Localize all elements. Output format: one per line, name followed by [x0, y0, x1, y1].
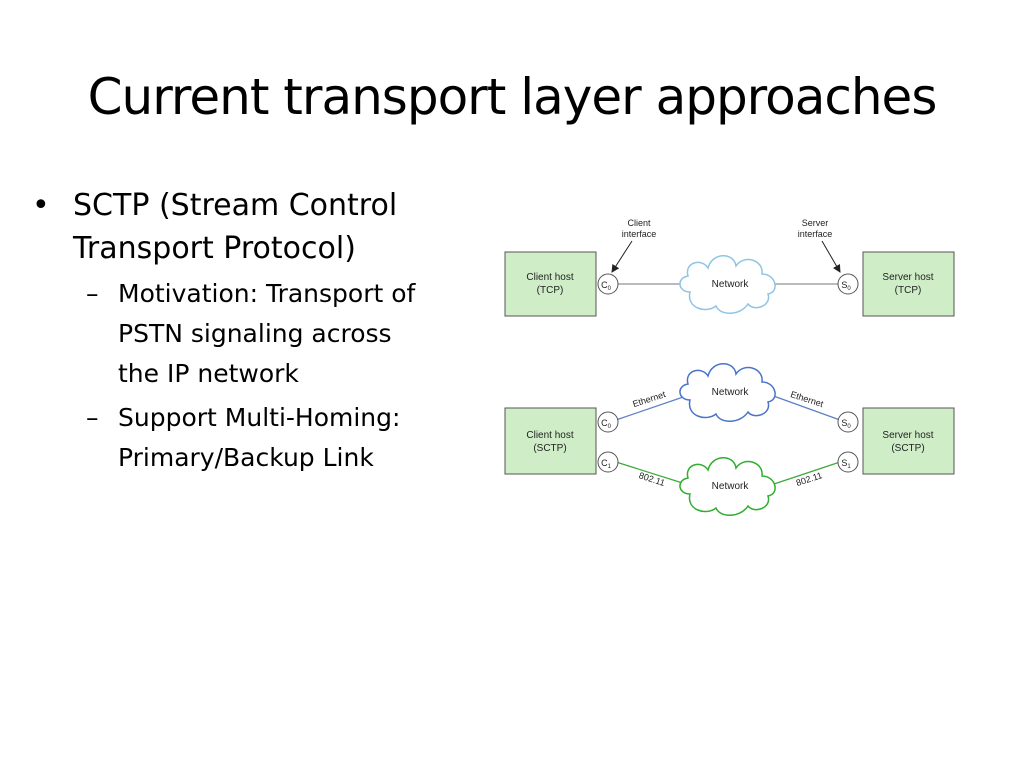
sub-bullet-motivation: – Motivation: Transport of PSTN signalin… — [30, 274, 470, 394]
bullet-dot: • — [32, 188, 50, 223]
ethernet-network-label: Network — [712, 387, 750, 398]
tcp-server-port-label: S0 — [841, 280, 851, 292]
wireless-network-label: Network — [712, 481, 750, 492]
sub-bullet-motivation-line-3: the IP network — [118, 359, 299, 388]
tcp-client-port-label: C0 — [601, 280, 612, 292]
ethernet-left-label: Ethernet — [631, 389, 667, 409]
sctp-client-host-label: Client host — [526, 430, 573, 441]
tcp-client-port — [597, 273, 619, 295]
tcp-client-host-label: (TCP) — [537, 285, 564, 296]
sctp-server-host-label: (SCTP) — [891, 443, 924, 454]
tcp-server-port — [837, 273, 859, 295]
sub-bullet-motivation-line-2: PSTN signaling across — [118, 319, 392, 348]
tcp-network-cloud: Network — [679, 254, 776, 315]
sctp-server-host-label: Server host — [882, 430, 933, 441]
sctp-server-port-0 — [837, 411, 859, 433]
client-interface-label: Client — [627, 218, 651, 228]
bullet-sctp: • SCTP (Stream Control Transport Protoco… — [30, 184, 470, 270]
sub-bullet-dash: – — [86, 279, 99, 308]
server-interface-label: Server — [802, 218, 829, 228]
sctp-client-host-label: (SCTP) — [533, 443, 566, 454]
bullet-list: • SCTP (Stream Control Transport Protoco… — [30, 184, 470, 478]
bullet-sctp-line-2: Transport Protocol) — [73, 231, 356, 266]
client-interface-label: interface — [622, 229, 657, 239]
tcp-client-host-label: Client host — [526, 272, 573, 283]
tcp-network-label: Network — [712, 279, 750, 290]
sub-bullet-multihoming: – Support Multi-Homing: Primary/Backup L… — [30, 398, 470, 478]
wireless-network-cloud: Network — [679, 456, 776, 517]
sctp-server-port-0-label: S0 — [841, 418, 851, 430]
sub-bullet-dash: – — [86, 403, 99, 432]
sctp-server-port-1 — [837, 451, 859, 473]
sctp-client-port-0 — [597, 411, 619, 433]
sctp-client-host-box — [504, 407, 597, 475]
tcp-diagram: Client interface Server interface Client… — [504, 218, 955, 317]
tcp-server-host-label: (TCP) — [895, 285, 922, 296]
sctp-client-port-1 — [597, 451, 619, 473]
ethernet-link-right — [767, 393, 841, 421]
bullet-sctp-line-1: SCTP (Stream Control — [73, 188, 398, 223]
wireless-right-label: 802.11 — [795, 470, 824, 488]
server-interface-label: interface — [798, 229, 833, 239]
ethernet-link-left — [615, 393, 693, 421]
wireless-link-right — [767, 461, 841, 487]
ethernet-network-cloud: Network — [679, 362, 776, 423]
slide-title: Current transport layer approaches — [87, 68, 938, 126]
tcp-server-host-label: Server host — [882, 272, 933, 283]
wireless-link-left — [615, 461, 693, 487]
sctp-server-host-box — [862, 407, 955, 475]
sctp-client-port-1-label: C1 — [601, 458, 612, 470]
sctp-server-port-1-label: S1 — [841, 458, 851, 470]
sub-bullet-multihoming-line-2: Primary/Backup Link — [118, 443, 374, 472]
sctp-diagram: Ethernet Ethernet 802.11 802.11 Client h… — [504, 362, 955, 517]
tcp-server-host-box — [862, 251, 955, 317]
transport-diagram: Client interface Server interface Client… — [504, 218, 955, 517]
client-interface-arrow — [611, 240, 633, 273]
ethernet-right-label: Ethernet — [789, 389, 825, 409]
tcp-client-host-box — [504, 251, 597, 317]
server-interface-arrow — [821, 240, 841, 273]
sub-bullet-motivation-line-1: Motivation: Transport of — [118, 279, 416, 308]
sctp-client-port-0-label: C0 — [601, 418, 612, 430]
sub-bullet-multihoming-line-1: Support Multi-Homing: — [118, 403, 401, 432]
wireless-left-label: 802.11 — [638, 470, 667, 488]
